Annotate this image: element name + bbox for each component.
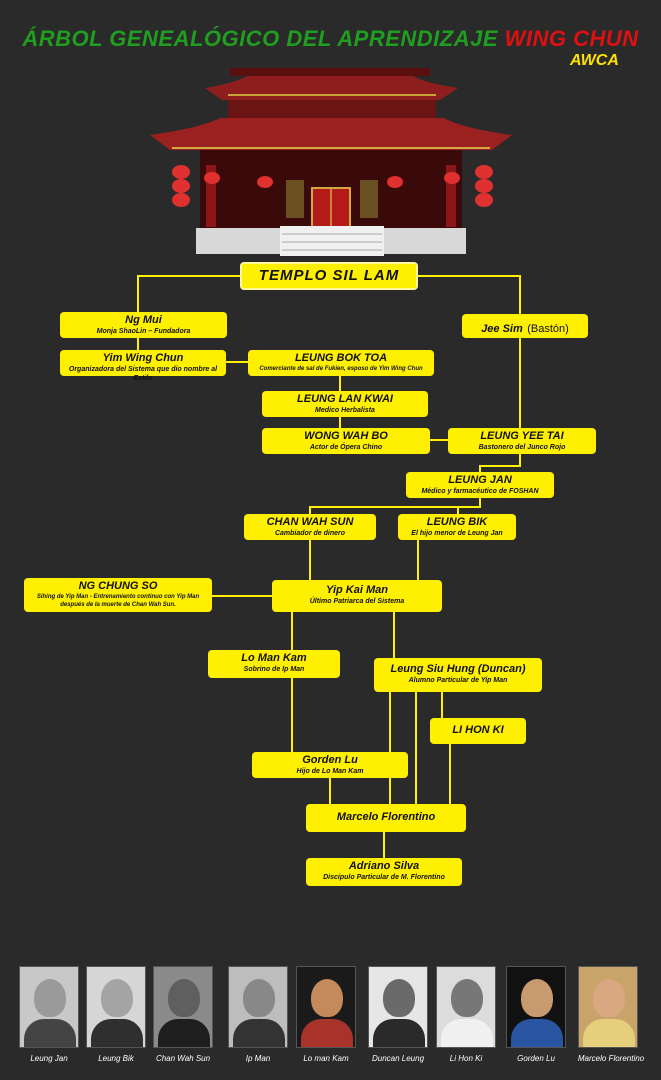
node-name: Gorden Lu: [302, 754, 358, 766]
node-name: TEMPLO SIL LAM: [258, 267, 400, 284]
title-part-red: WING CHUN: [504, 26, 639, 51]
node-desc: Último Patriarca del Sistema: [309, 598, 405, 605]
node-wong-wah-bo: WONG WAH BO Actor de Ópera Chino: [262, 428, 430, 454]
node-name: Ng Mui: [125, 314, 162, 326]
node-desc: Organizadora del Sistema que dio nombre …: [68, 366, 218, 382]
node-yim-wing-chun: Yim Wing Chun Organizadora del Sistema q…: [60, 350, 226, 382]
connector-yee-jan: [479, 454, 521, 472]
node-adriano-silva: Adriano Silva Discípulo Particular de M.…: [306, 858, 462, 886]
node-jee-sim: Jee Sim (Bastón): [462, 314, 588, 338]
portrait-leung-jan: [19, 966, 79, 1048]
node-li-hon-ki: LI HON KI: [430, 718, 526, 744]
node-leung-bok-toa: LEUNG BOK TOA Comerciante de sal de Fuki…: [248, 350, 434, 376]
node-name: LI HON KI: [452, 724, 504, 736]
node-ng-chung-so: NG CHUNG SO Sihing de Yip Man - Entrenam…: [24, 578, 212, 612]
connector-jan-children: [309, 498, 481, 514]
node-gorden-lu: Gorden Lu Hijo de Lo Man Kam: [252, 752, 408, 778]
portrait-duncan-leung: [368, 966, 428, 1048]
node-name: Leung Siu Hung (Duncan): [390, 663, 526, 675]
portrait-lo-man-kam: [296, 966, 356, 1048]
caption-lo-man-kam: Lo man Kam: [303, 1054, 349, 1063]
title-subtitle: AWCA: [570, 52, 619, 69]
node-desc: Discípulo Particular de M. Florentino: [323, 874, 445, 881]
node-desc: Actor de Ópera Chino: [309, 444, 383, 451]
node-leung-lan-kwai: LEUNG LAN KWAI Medico Herbalista: [262, 391, 428, 417]
caption-ip-man: Ip Man: [245, 1054, 271, 1063]
temple-lanterns: [172, 165, 493, 207]
node-name: LEUNG JAN: [448, 474, 512, 486]
node-desc: Alumno Particular de Yip Man: [408, 677, 508, 684]
portrait-li-hon-ki: [436, 966, 496, 1048]
portrait-strip: Leung Jan Leung Bik Chan Wah Sun Ip Man …: [0, 966, 661, 1080]
node-ng-mui: Ng Mui Monja ShaoLin – Fundadora: [60, 312, 227, 338]
node-name: Marcelo Florentino: [336, 811, 436, 823]
node-chan-wah-sun: CHAN WAH SUN Cambiador de dinero: [244, 514, 376, 540]
title-part-green: ÁRBOL GENEALÓGICO DEL APRENDIZAJE: [22, 26, 499, 51]
node-desc: El hijo menor de Leung Jan: [411, 530, 503, 537]
caption-gorden-lu: Gorden Lu: [517, 1054, 555, 1063]
tree-connectors: [137, 275, 521, 858]
temple-roof-lower: [150, 100, 512, 150]
portrait-leung-bik: [86, 966, 146, 1048]
node-name: LEUNG LAN KWAI: [297, 393, 393, 405]
portrait-gorden-lu: [506, 966, 566, 1048]
node-name: NG CHUNG SO: [78, 580, 158, 592]
portrait-ip-man: [228, 966, 288, 1048]
node-lo-man-kam: Lo Man Kam Sobrino de Ip Man: [208, 650, 340, 678]
node-name: Jee Sim: [481, 323, 523, 335]
caption-duncan-leung: Duncan Leung: [371, 1054, 425, 1063]
node-leung-bik: LEUNG BIK El hijo menor de Leung Jan: [398, 514, 516, 540]
node-desc: Medico Herbalista: [315, 407, 375, 414]
node-desc: Sobrino de Ip Man: [243, 666, 305, 673]
node-desc: Comerciante de sal de Fukien, esposo de …: [259, 366, 423, 372]
connector-templo: [137, 275, 521, 314]
node-templo-sil-lam: TEMPLO SIL LAM: [240, 262, 418, 290]
temple-body: [200, 150, 462, 231]
node-desc: Hijo de Lo Man Kam: [296, 768, 364, 775]
node-leung-siu-hung: Leung Siu Hung (Duncan) Alumno Particula…: [374, 658, 542, 692]
node-yip-kai-man: Yip Kai Man Último Patriarca del Sistema: [272, 580, 442, 612]
node-name: Adriano Silva: [348, 860, 420, 872]
node-desc: Cambiador de dinero: [274, 530, 345, 537]
node-name: LEUNG YEE TAI: [480, 430, 564, 442]
connector-yip-students: [291, 612, 395, 752]
temple-roof-top: [205, 68, 458, 100]
caption-leung-bik: Leung Bik: [98, 1054, 134, 1063]
node-leung-yee-tai: LEUNG YEE TAI Bastonero del Junco Rojo: [448, 428, 596, 454]
caption-li-hon-ki: Li Hon Ki: [449, 1054, 483, 1063]
node-name: Lo Man Kam: [241, 652, 307, 664]
node-desc: (Bastón): [527, 323, 569, 335]
node-leung-jan: LEUNG JAN Médico y farmacéutico de FOSHA…: [406, 472, 554, 498]
node-marcelo-florentino: Marcelo Florentino: [306, 804, 466, 832]
node-name: LEUNG BIK: [426, 516, 488, 528]
connector-duncan-desc: [389, 692, 451, 809]
node-name: CHAN WAH SUN: [266, 516, 354, 528]
portrait-marcelo-florentino: [578, 966, 638, 1048]
caption-chan-wah-sun: Chan Wah Sun: [155, 1054, 211, 1063]
node-desc: Médico y farmacéutico de FOSHAN: [421, 488, 539, 495]
caption-marcelo-florentino: Marcelo Florentino: [577, 1054, 645, 1063]
node-name: WONG WAH BO: [304, 430, 388, 442]
node-name: Yim Wing Chun: [102, 352, 184, 364]
node-desc: Bastonero del Junco Rojo: [478, 444, 566, 451]
node-desc: Monja ShaoLin – Fundadora: [96, 328, 191, 335]
portrait-chan-wah-sun: [153, 966, 213, 1048]
temple-base: [196, 226, 466, 256]
page-title: ÁRBOL GENEALÓGICO DEL APRENDIZAJE WING C…: [0, 26, 661, 52]
node-name: LEUNG BOK TOA: [294, 352, 388, 364]
node-name: Yip Kai Man: [326, 584, 388, 596]
temple-illustration: [150, 68, 512, 256]
caption-leung-jan: Leung Jan: [30, 1054, 68, 1063]
node-desc: Sihing de Yip Man - Entrenamiento contin…: [36, 594, 200, 608]
